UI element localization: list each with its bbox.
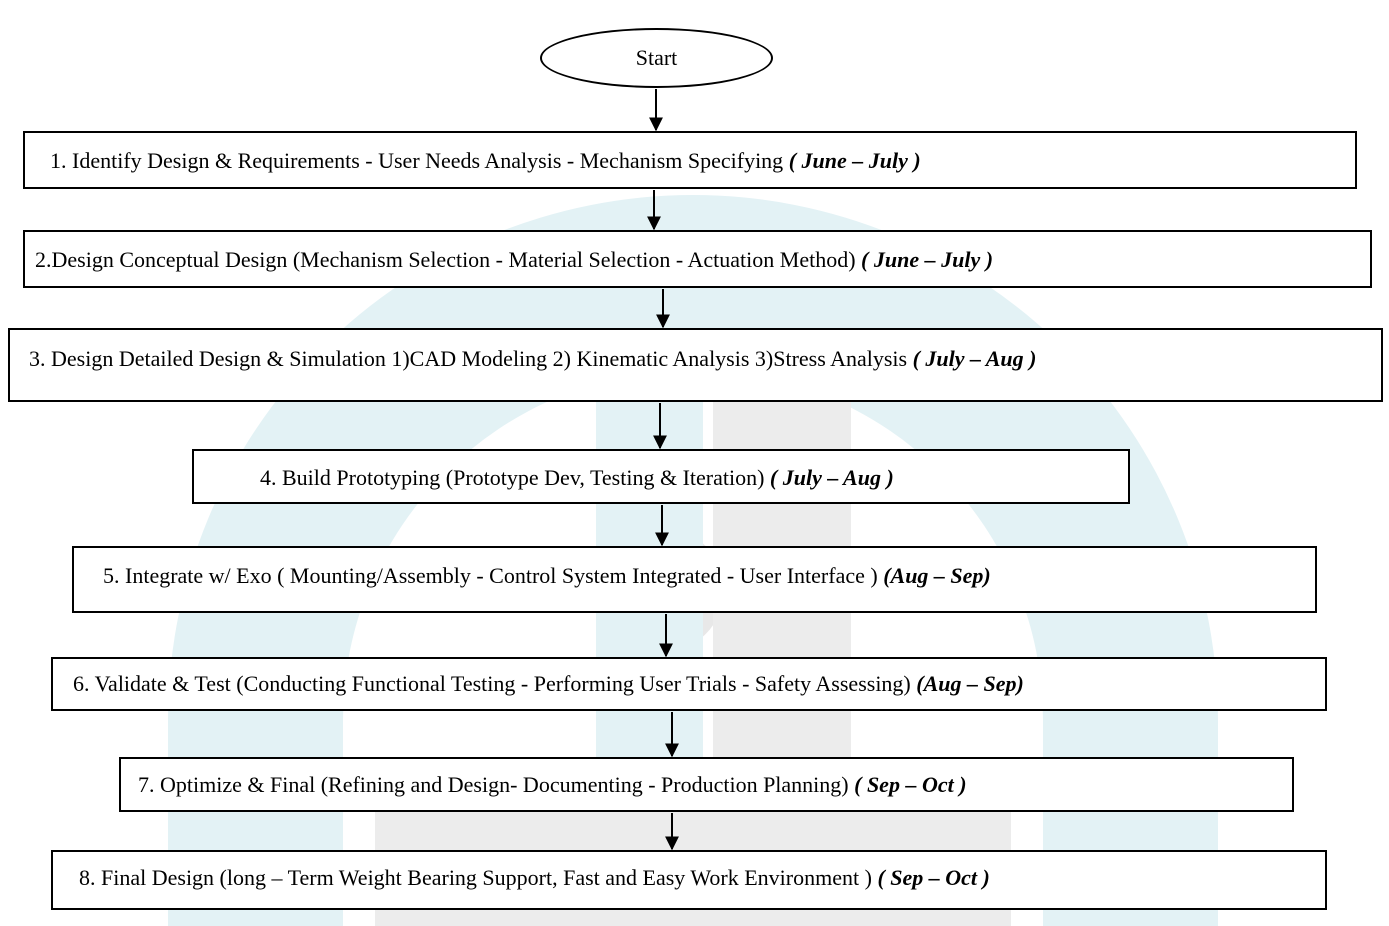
step-text: 1. Identify Design & Requirements - User… [50,148,789,173]
step-7-box: 7. Optimize & Final (Refining and Design… [119,757,1294,812]
step-6-box: 6. Validate & Test (Conducting Functiona… [51,657,1327,711]
step-period: ( June – July ) [788,148,921,173]
step-period: ( July – Aug ) [769,465,894,490]
step-text: 5. Integrate w/ Exo ( Mounting/Assembly … [103,563,884,588]
step-text: 6. Validate & Test (Conducting Functiona… [73,671,917,696]
step-period: ( June – July ) [861,247,994,272]
step-period: ( Sep – Oct ) [854,772,967,797]
step-text: 3. Design Detailed Design & Simulation 1… [29,346,913,371]
step-text: 2.Design Conceptual Design (Mechanism Se… [35,247,862,272]
step-text: 7. Optimize & Final (Refining and Design… [138,772,855,797]
start-label: Start [635,45,678,70]
start-node: Start [540,28,773,88]
step-2-box: 2.Design Conceptual Design (Mechanism Se… [23,230,1372,288]
step-8-box: 8. Final Design (long – Term Weight Bear… [51,850,1327,910]
step-period: ( July – Aug ) [912,346,1037,371]
step-period: (Aug – Sep) [883,563,991,588]
step-period: ( Sep – Oct ) [877,865,990,890]
step-3-box: 3. Design Detailed Design & Simulation 1… [8,328,1383,402]
step-1-box: 1. Identify Design & Requirements - User… [23,131,1357,189]
step-period: (Aug – Sep) [916,671,1024,696]
step-4-box: 4. Build Prototyping (Prototype Dev, Tes… [192,449,1130,504]
step-text: 8. Final Design (long – Term Weight Bear… [79,865,878,890]
step-text: 4. Build Prototyping (Prototype Dev, Tes… [260,465,770,490]
step-5-box: 5. Integrate w/ Exo ( Mounting/Assembly … [72,546,1317,613]
